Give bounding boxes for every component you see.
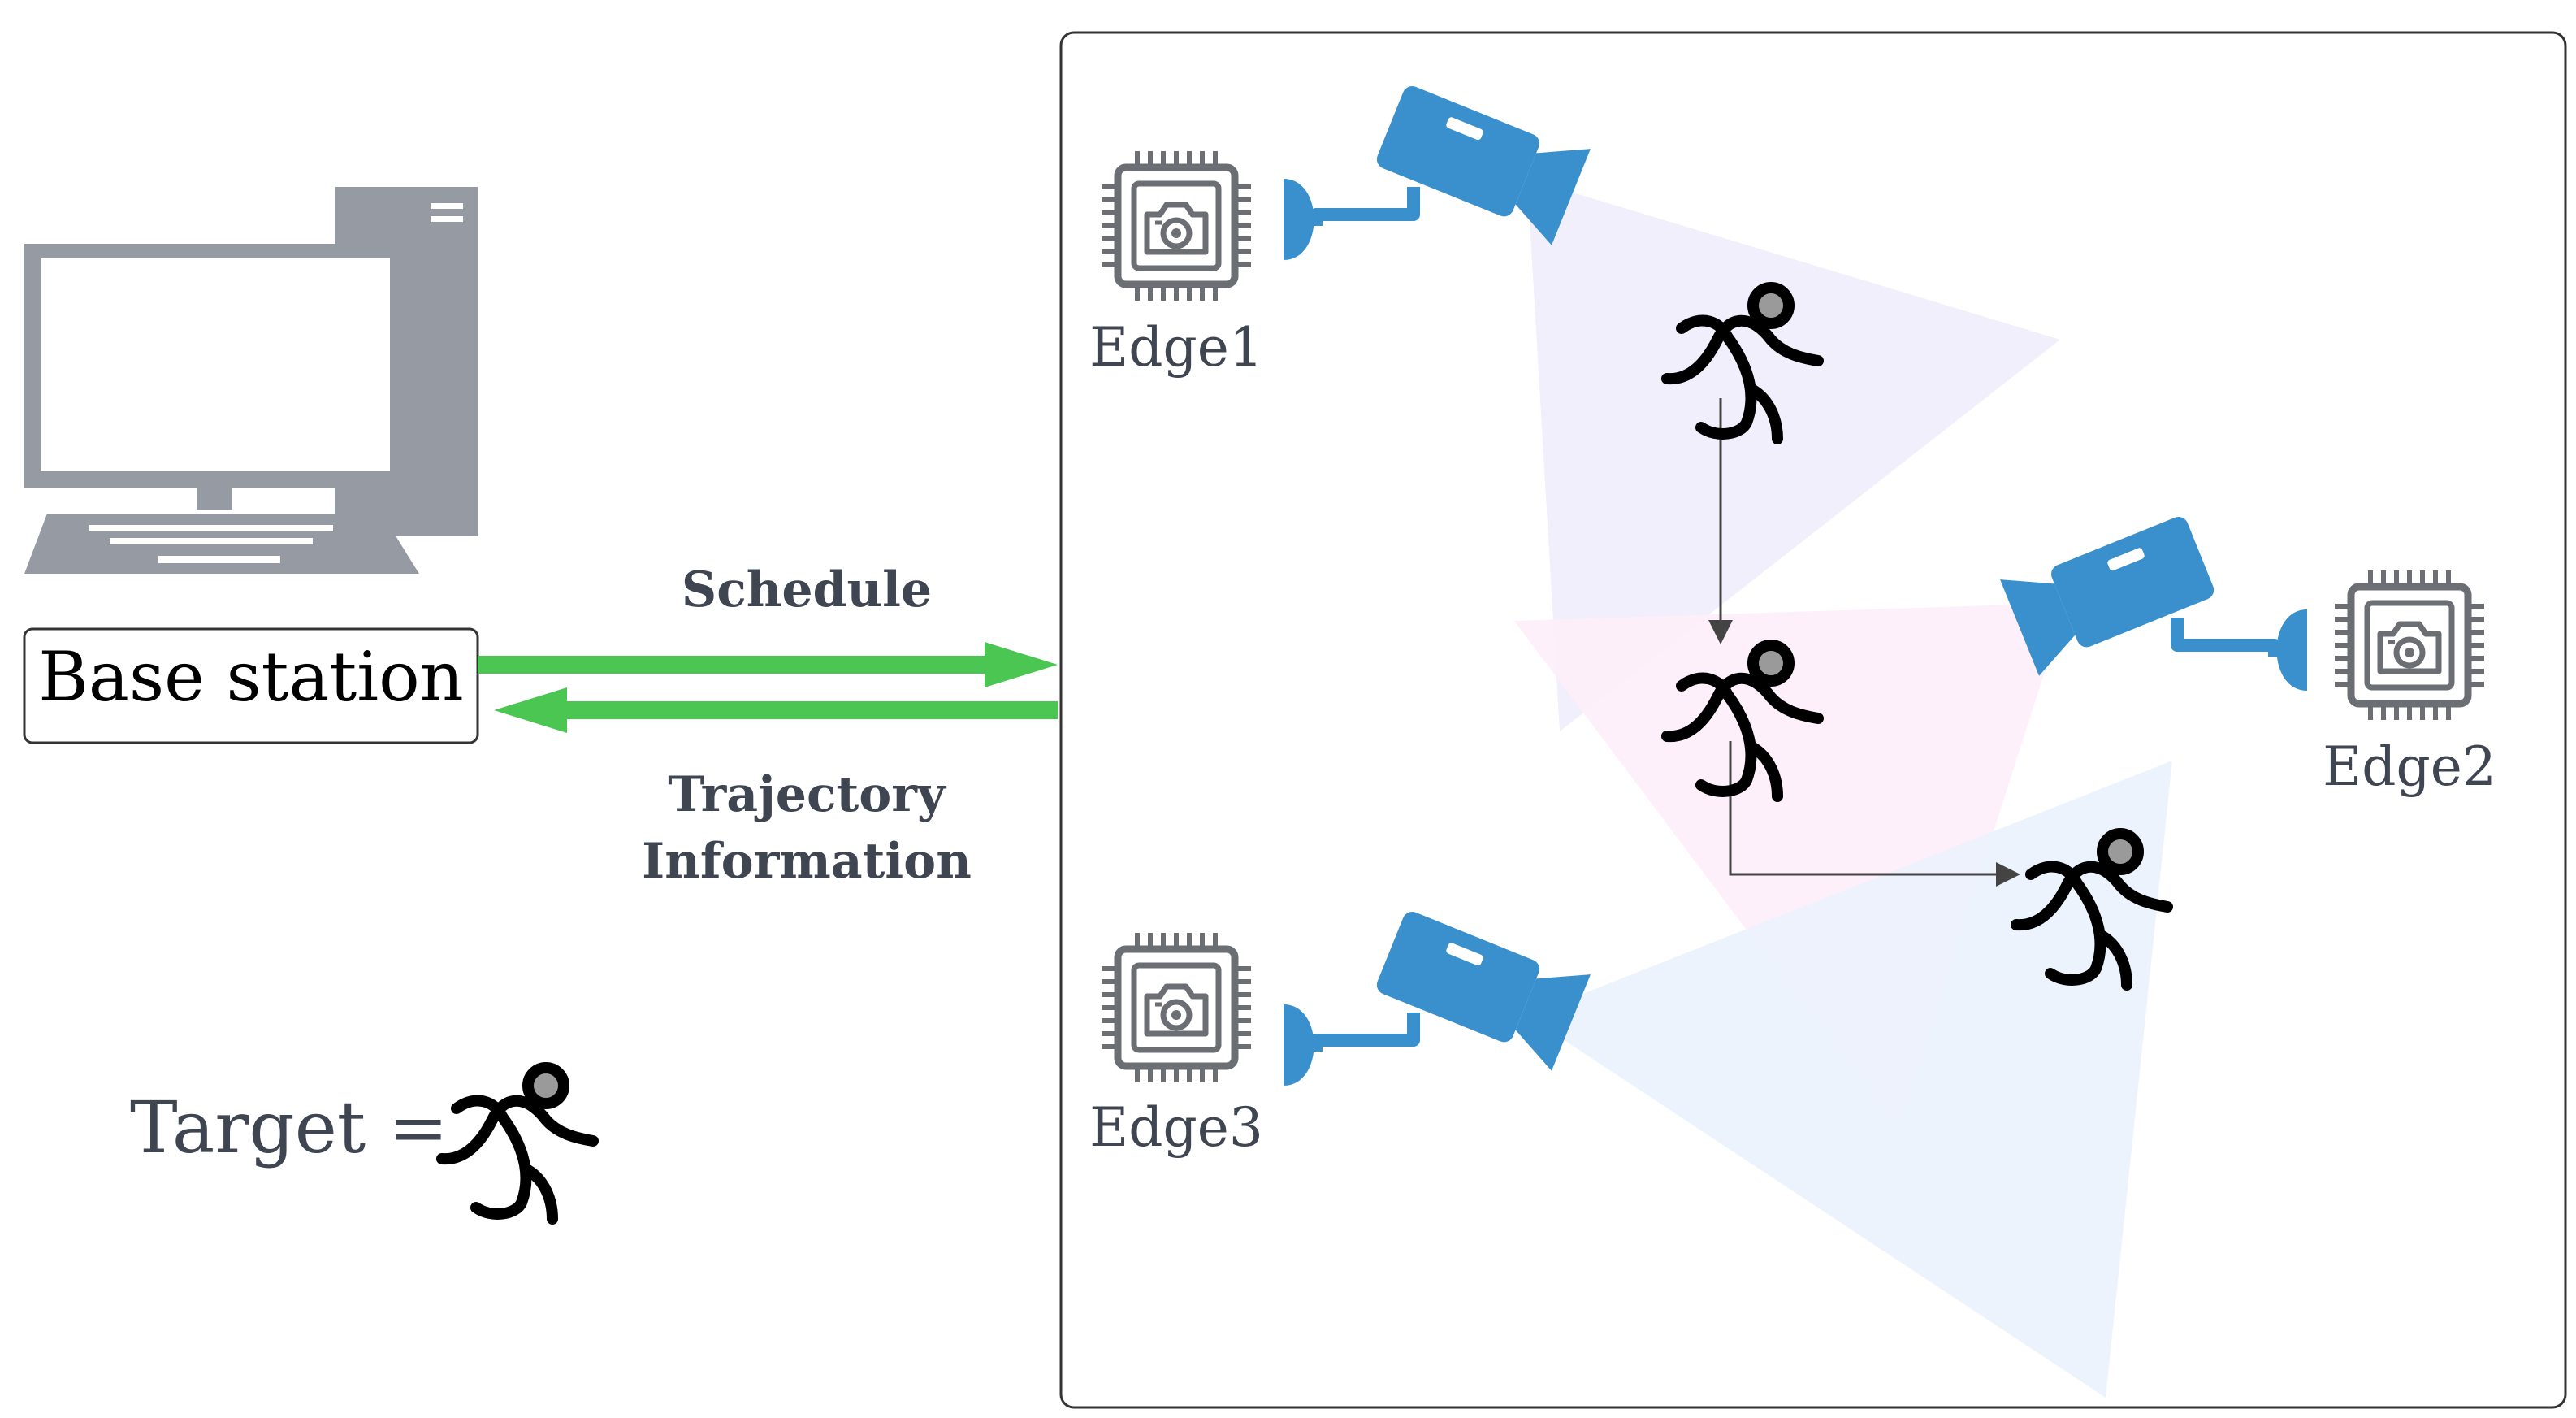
trajectory-label-line1: Trajectory <box>668 766 947 823</box>
edge1-field-of-view <box>1527 179 2060 731</box>
trajectory-arrow <box>494 687 1058 733</box>
edge3-field-of-view <box>1527 761 2172 1398</box>
base-station-box <box>23 627 479 744</box>
edge1-chip-icon <box>1102 151 1251 301</box>
edge1-label: Edge1 <box>1089 316 1263 379</box>
legend-target-icon <box>442 1068 593 1219</box>
schedule-label: Schedule <box>682 562 932 618</box>
schedule-arrow <box>478 642 1058 687</box>
edge2-chip-icon <box>2335 570 2484 720</box>
edge3-chip-icon <box>1102 933 1251 1082</box>
base-station-label: Base station <box>38 637 464 717</box>
edge3-label: Edge3 <box>1089 1096 1263 1159</box>
trajectory-label-line2: Information <box>642 833 972 890</box>
legend-label: Target = <box>130 1086 448 1169</box>
computer-icon <box>24 187 478 574</box>
edge2-label: Edge2 <box>2323 735 2496 798</box>
